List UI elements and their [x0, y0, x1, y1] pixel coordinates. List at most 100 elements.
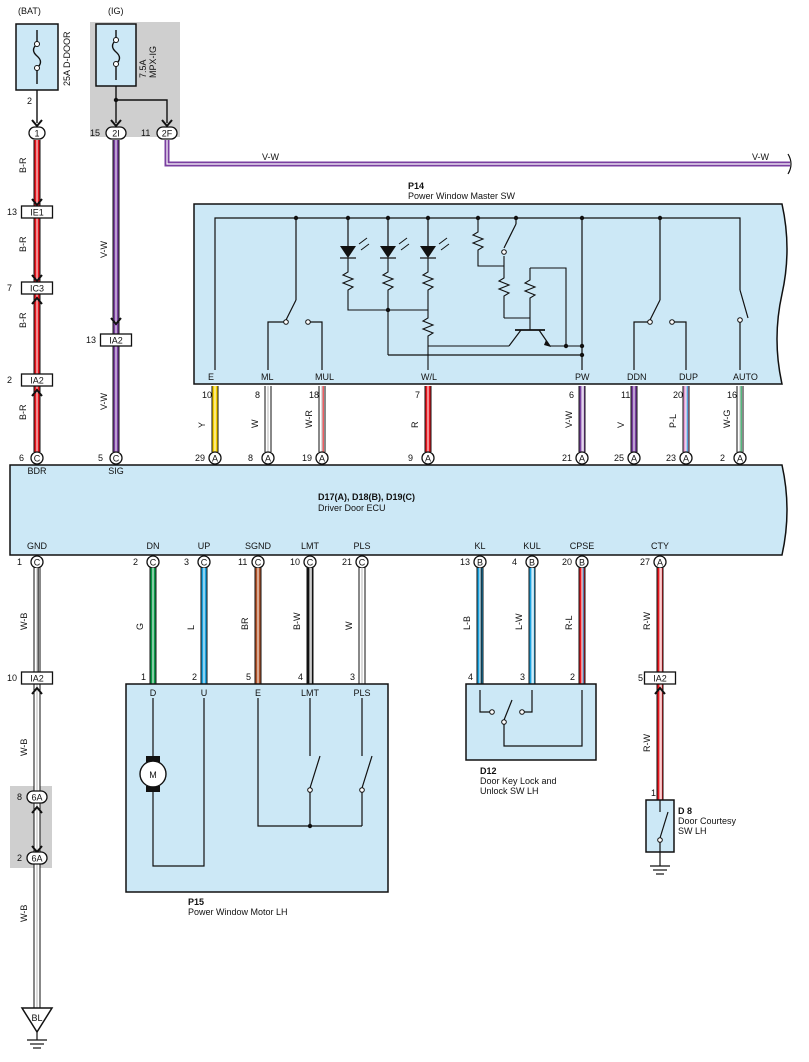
ecu-bottom-pin-0: 1 — [17, 557, 22, 567]
p14-name: Power Window Master SW — [408, 191, 516, 201]
d8-internal — [650, 800, 670, 875]
p15-pin-4: 3 — [350, 672, 355, 682]
ecu-bottom-wire-label-6: L-B — [462, 616, 472, 630]
led-icons — [340, 218, 582, 370]
gnd-conn-2 — [26, 851, 48, 865]
ecu-bottom-pin-4: 10 — [290, 557, 300, 567]
d8-pin: 1 — [651, 788, 656, 798]
p14-term-pin-6: 20 — [673, 390, 683, 400]
p15-box — [125, 683, 389, 893]
ecu-bottom-wire-label-4: B-W — [292, 612, 302, 630]
p15-pin-2: 5 — [246, 672, 251, 682]
ecu-bottom-label-7: KUL — [523, 541, 541, 551]
ecu-tl-label-0: BDR — [27, 466, 47, 476]
sig-wire-label-bottom: V-W — [99, 392, 109, 410]
ecu-title: D17(A), D18(B), D19(C) — [318, 492, 415, 502]
motor-label: M — [149, 770, 157, 780]
gnd-conn-pin-1: 8 — [17, 792, 22, 802]
ig-fuse-icon — [111, 30, 121, 80]
bdr-conn-2-label: IC3 — [30, 283, 44, 293]
ecu-bottom-pin-7: 4 — [512, 557, 517, 567]
ecu-bottom-wire-label-5: W — [344, 621, 354, 630]
ecu-top-conn-3 — [421, 451, 435, 465]
p14-box — [193, 203, 788, 385]
p15-term-label-0: D — [150, 688, 157, 698]
ecu-bottom-pin-8: 20 — [562, 557, 572, 567]
p14-internal-circuit — [214, 215, 749, 370]
ecu-bottom-conn-7-label: B — [529, 557, 535, 567]
bdr-conn-1-label: IE1 — [30, 207, 44, 217]
p14-term-label-4: PW — [575, 372, 590, 382]
gnd-chev-0 — [31, 686, 43, 695]
gnd-wire-label-0: W-B — [19, 739, 29, 756]
ecu-bottom-wire-label-8: R-L — [564, 615, 574, 630]
ecu-top-conn-3-label: A — [425, 453, 431, 463]
d12-pin-1: 3 — [520, 672, 525, 682]
p14-wire-label-7: W-G — [722, 410, 732, 428]
ecu-bottom-conn-1-label: C — [150, 557, 157, 567]
p14-term-label-7: AUTO — [733, 372, 758, 382]
p14-wire-label-1: W — [250, 419, 260, 428]
ecu-top-pin-7: 2 — [720, 453, 725, 463]
ecu-top-conn-5 — [627, 451, 641, 465]
ecu-top-pin-0: 29 — [195, 453, 205, 463]
d8-id: D 8 — [678, 806, 692, 816]
bdr-conn-0-label: 1 — [34, 128, 39, 138]
p15-term-label-1: U — [201, 688, 208, 698]
ig-chev-1 — [161, 119, 173, 128]
ecu-bottom-wire-label-1: G — [135, 623, 145, 630]
ig-label: (IG) — [108, 6, 124, 16]
gnd-wire-label-2: W-B — [19, 905, 29, 922]
ecu-top-pin-5: 25 — [614, 453, 624, 463]
p14-wire-label-3: R — [410, 421, 420, 428]
sig-conn-pin: 13 — [86, 335, 96, 345]
ig-conn-0 — [105, 126, 127, 140]
ecu-bottom-wire-label-9: R-W — [642, 612, 652, 630]
p14-terminals: E10YA29PWEML8WA8MLMUL18W-RA19MULW/L7RA9W… — [195, 372, 758, 476]
ecu-box — [9, 464, 788, 556]
bdr-wire-label-3: B-R — [18, 404, 28, 420]
ecu-bottom-label-2: UP — [198, 541, 211, 551]
cty-chev — [654, 686, 666, 695]
ecu-bottom-label-8: CPSE — [570, 541, 595, 551]
ig-conn-pin-0: 15 — [90, 128, 100, 138]
p14-wire-label-0: Y — [197, 422, 207, 428]
ground-symbol: BL — [20, 1007, 54, 1049]
sig-chev — [110, 317, 122, 326]
p14-term-pin-7: 16 — [727, 390, 737, 400]
ecu-top-conn-7 — [733, 451, 747, 465]
cty-conn-label: IA2 — [653, 673, 667, 683]
d12-id: D12 — [480, 766, 497, 776]
ecu-top-conn-5-label: A — [631, 453, 637, 463]
p14-wire-label-4: V-W — [564, 410, 574, 428]
d12-name-1: Door Key Lock and — [480, 776, 557, 786]
p14-wire-label-5: V — [616, 422, 626, 428]
ecu-top-pin-4: 21 — [562, 453, 572, 463]
p14-term-pin-1: 8 — [255, 390, 260, 400]
p14-term-pin-4: 6 — [569, 390, 574, 400]
gnd-conn-1 — [26, 790, 48, 804]
ecu-top-conn-2-label: A — [319, 453, 325, 463]
ecu-top-conn-2 — [315, 451, 329, 465]
gnd-chev-1 — [31, 805, 43, 814]
ecu-bottom-conn-3-label: C — [255, 557, 262, 567]
ecu-top-conn-1 — [261, 451, 275, 465]
p15-term-label-4: PLS — [353, 688, 370, 698]
ecu-top-conn-7-label: A — [737, 453, 743, 463]
ecu-bottom-pin-2: 3 — [184, 557, 189, 567]
motor-icon — [139, 760, 167, 788]
p15-pin-0: 1 — [141, 672, 146, 682]
ecu-bottom-conn-0-label: C — [34, 557, 41, 567]
ecu-tl-pin-0: 6 — [19, 453, 24, 463]
ecu-bottom-wire-label-7: L-W — [514, 613, 524, 630]
d12-box — [465, 683, 597, 761]
ig-conn-pin-1: 11 — [141, 128, 150, 138]
p14-wire-label-6: P-L — [668, 414, 678, 428]
ecu-top-conn-0 — [208, 451, 222, 465]
ecu-bottom-pin-9: 27 — [640, 557, 650, 567]
bdr-conn-pin-3: 2 — [7, 375, 12, 385]
